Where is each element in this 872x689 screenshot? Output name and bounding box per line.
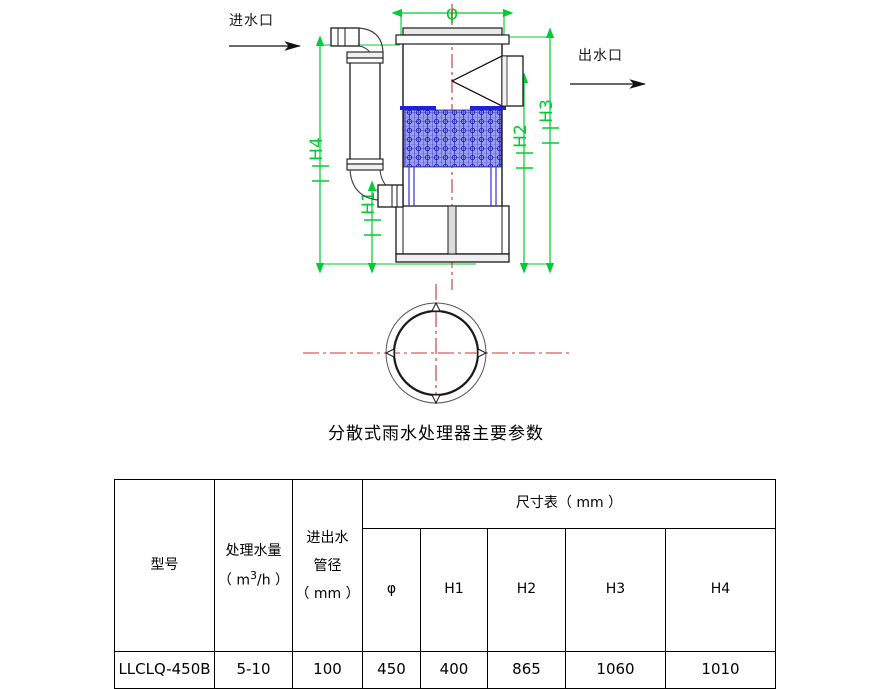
h3-dimension-label: H3 — [537, 99, 557, 123]
header-flow-rate: 处理水量 （ m3/h ） — [214, 479, 293, 652]
cell-flow: 5-10 — [214, 651, 293, 689]
table-body: LLCLQ-450B 5-10 100 450 400 865 1060 101… — [114, 651, 777, 689]
header-pipe-diameter: 进出水 管径 （ mm ） — [292, 479, 363, 652]
table-header-row-1: 型号 处理水量 （ m3/h ） 进出水 管径 （ mm ） 尺寸表（ mm ） — [114, 479, 777, 652]
cell-h1: 400 — [420, 651, 488, 689]
header-sub-h2: H2 — [487, 528, 566, 652]
header-sub-h3: H3 — [565, 528, 666, 652]
header-sub-phi: φ — [362, 528, 421, 652]
plan-view — [303, 284, 570, 405]
parameters-table: 型号 处理水量 （ m3/h ） 进出水 管径 （ mm ） 尺寸表（ mm ） — [114, 479, 777, 689]
cell-h4: 1010 — [664, 651, 777, 689]
cell-h3: 1060 — [565, 651, 666, 689]
drawing-canvas: φ H4 H1 H2 H3 — [229, 2, 647, 405]
cell-pipe-diameter: 100 — [292, 651, 363, 689]
inlet-label: 进水口 — [229, 13, 274, 29]
outlet-cone — [450, 55, 524, 107]
dimension-h1 — [364, 180, 392, 274]
technical-drawing: φ H4 H1 H2 H3 — [229, 2, 647, 405]
cell-model: LLCLQ-450B — [114, 651, 215, 689]
h2-dimension-label: H2 — [511, 124, 531, 148]
h4-dimension-label: H4 — [307, 137, 327, 161]
outlet-label: 出水口 — [578, 48, 623, 64]
filter-media — [400, 106, 506, 168]
page-title: 分散式雨水处理器主要参数 — [328, 424, 544, 444]
table-row: LLCLQ-450B 5-10 100 450 400 865 1060 101… — [114, 651, 777, 689]
dimension-h2 — [508, 72, 533, 274]
header-dimension-group: 尺寸表（ mm ） — [361, 479, 777, 529]
header-model: 型号 — [114, 479, 215, 652]
h1-dimension-label: H1 — [359, 191, 379, 215]
vessel-body — [395, 27, 510, 263]
header-flow-unit-sup: 3 — [250, 568, 258, 582]
table-header-row-2: φ H1 H2 H3 H4 — [115, 528, 777, 652]
cell-h2: 865 — [487, 651, 566, 689]
cell-phi: 450 — [362, 651, 421, 689]
riser-tubes — [408, 167, 497, 206]
header-flow-line2: （ m3/h ） — [217, 565, 290, 595]
dimension-h3 — [504, 27, 559, 274]
header-pipe-line2: 管径 — [313, 557, 342, 574]
dimension-lines — [312, 8, 559, 274]
header-pipe-line1: 进出水 — [306, 529, 349, 546]
header-flow-unit-pre: （ m — [217, 572, 251, 589]
inlet-pipe-assembly — [330, 27, 404, 208]
header-pipe-line3: （ mm ） — [295, 585, 360, 602]
parameters-table-container: 型号 处理水量 （ m3/h ） 进出水 管径 （ mm ） 尺寸表（ mm ） — [114, 479, 777, 689]
header-flow-unit-post: /h ） — [257, 572, 290, 589]
header-flow-line1: 处理水量 — [225, 542, 282, 559]
header-sub-h4: H4 — [664, 528, 777, 652]
header-sub-h1: H1 — [420, 528, 488, 652]
table-header: 型号 处理水量 （ m3/h ） 进出水 管径 （ mm ） 尺寸表（ mm ） — [114, 479, 777, 652]
